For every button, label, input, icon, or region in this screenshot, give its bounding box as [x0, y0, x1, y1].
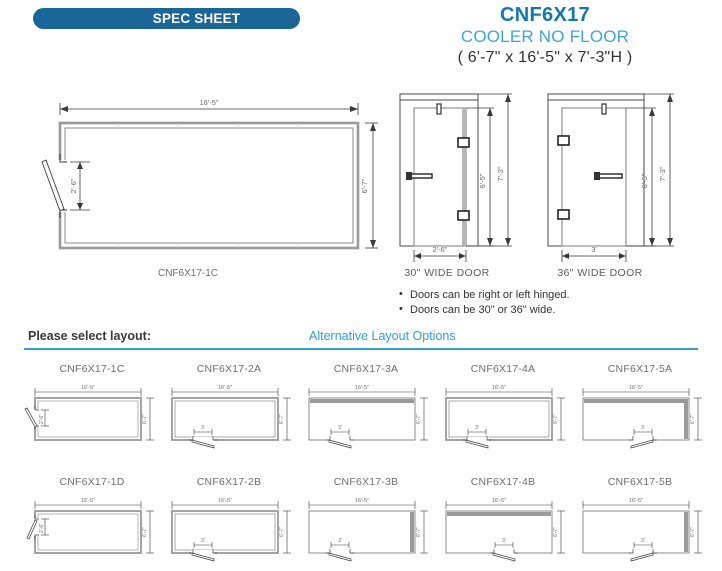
main-plan-caption: CNF6X17-1C	[157, 268, 219, 279]
layout-length-label: 16'-5"	[355, 385, 369, 391]
layout-door-label: 3'	[338, 425, 342, 431]
door30-overall-height-label: 7'-3"	[496, 166, 505, 181]
layout-length-label: 16'-5"	[492, 385, 506, 391]
layout-option-title: CNF6X17-5B	[607, 476, 673, 488]
layout-length-label: 16'-5"	[629, 498, 643, 504]
layout-option-5a[interactable]: CNF6X17-5A 16'-5" 3' 6'	[569, 363, 711, 451]
spec-sheet-banner: SPEC SHEET	[33, 8, 300, 29]
layout-length-label: 16'-5"	[81, 498, 95, 504]
layout-depth-label: 6'-7"	[553, 527, 559, 537]
layout-door-label: 3'	[641, 425, 645, 431]
layout-option-3a[interactable]: CNF6X17-3A 16'-5" 3' 6'-7"	[295, 363, 437, 451]
model-name: COOLER NO FLOOR	[460, 27, 630, 46]
layout-length-label: 16'-5"	[218, 498, 232, 504]
layout-options-row-b: CNF6X17-1D 16'-5" 2'-6" 6'-7"	[0, 476, 722, 571]
layout-option-1d[interactable]: CNF6X17-1D 16'-5" 2'-6" 6'-7"	[21, 476, 163, 564]
note-item: Doors can be right or left hinged.	[399, 287, 716, 303]
plan-door-label: 2'-6"	[69, 178, 78, 193]
main-floor-plan: 16'-5"	[18, 86, 378, 279]
door36-overall-height-label: 7'-3"	[658, 166, 667, 181]
door-elevation-30: 2'-6" 6'-5" 7'-3" 30" WIDE DOOR	[392, 86, 522, 279]
door-leaf	[41, 159, 65, 212]
layout-door-label: 2'-6"	[39, 523, 45, 533]
layout-door-label: 3'	[641, 538, 645, 544]
layout-option-title: CNF6X17-4A	[470, 363, 536, 375]
layout-door-label: 2'-6"	[39, 414, 45, 424]
layout-option-2b[interactable]: CNF6X17-2B 16'-5" 3' 6'-7"	[158, 476, 300, 564]
layout-length-label: 16'-5"	[218, 385, 232, 391]
door36-width-label: 3'	[591, 245, 597, 254]
note-item: Doors can be 30" or 36" wide.	[399, 302, 716, 318]
layout-length-label: 16'-5"	[81, 385, 95, 391]
door-elevation-30-caption: 30" WIDE DOOR	[404, 267, 490, 279]
model-dimensions: ( 6'-7" x 16'-5" x 7'-3"H )	[457, 49, 633, 66]
layout-door-label: 3'	[502, 538, 506, 544]
product-title-block: CNF6X17 COOLER NO FLOOR ( 6'-7" x 16'-5"…	[380, 4, 710, 68]
model-code: CNF6X17	[500, 4, 590, 26]
layout-option-3b[interactable]: CNF6X17-3B 16'-5" 3' 6'-7"	[295, 476, 437, 564]
layout-option-title: CNF6X17-4B	[470, 476, 536, 488]
door36-opening-height-label: 6'-5"	[640, 173, 649, 188]
select-layout-label: Please select layout:	[28, 329, 151, 343]
layout-option-title: CNF6X17-5A	[607, 363, 673, 375]
layout-length-label: 16'-5"	[355, 498, 369, 504]
layout-option-title: CNF6X17-3A	[333, 363, 399, 375]
layout-depth-label: 6'-7"	[279, 414, 285, 424]
layout-depth-label: 6'-7"	[142, 527, 148, 537]
layout-option-title: CNF6X17-3B	[333, 476, 399, 488]
spec-sheet-label: SPEC SHEET	[152, 11, 241, 26]
notes-list: Doors can be right or left hinged. Doors…	[396, 287, 716, 318]
layout-option-title: CNF6X17-2B	[196, 476, 262, 488]
layout-depth-label: 6'-7"	[142, 414, 148, 424]
plan-length-label: 16'-5"	[199, 98, 218, 107]
door-elevation-36: 3' 6'-5" 7'-3" 36" WIDE DOOR	[540, 86, 680, 279]
layout-door-label: 3'	[338, 538, 342, 544]
layout-door-label: 3'	[201, 538, 205, 544]
layout-option-4a[interactable]: CNF6X17-4A 16'-5" 3' 6'-7"	[432, 363, 574, 451]
layout-length-label: 16'-5"	[492, 498, 506, 504]
layout-door-label: 3'	[475, 425, 479, 431]
page-header: SPEC SHEET CNF6X17 COOLER NO FLOOR ( 6'-…	[0, 0, 722, 86]
plan-depth-label: 6'-7"	[360, 178, 369, 193]
layout-option-5b[interactable]: CNF6X17-5B 16'-5" 3' 6'-7"	[569, 476, 711, 564]
alternative-layout-label: Alternative Layout Options	[309, 329, 456, 343]
layout-depth-label: 6'-7"	[690, 414, 696, 424]
layout-option-1c[interactable]: CNF6X17-1C 16'-5" 2'-6" 6'-7"	[21, 363, 163, 451]
layout-option-2a[interactable]: CNF6X17-2A 16'-5" 3' 6'-7"	[158, 363, 300, 451]
layout-depth-label: 6'-7"	[553, 414, 559, 424]
door30-width-label: 2'-6"	[433, 245, 448, 254]
door-elevation-36-caption: 36" WIDE DOOR	[557, 267, 643, 279]
layout-option-4b[interactable]: CNF6X17-4B 16'-5" 3' 6'-7"	[432, 476, 574, 564]
main-drawings-area: 16'-5"	[0, 86, 722, 281]
layout-option-title: CNF6X17-1C	[59, 363, 125, 375]
select-layout-row: Please select layout: Alternative Layout…	[0, 329, 722, 351]
layout-options-row-a: CNF6X17-1C 16'-5" 2'-6" 6'-7"	[0, 363, 722, 473]
layout-depth-label: 6'-7"	[690, 527, 696, 537]
section-divider	[24, 348, 698, 350]
door30-opening-height-label: 6'-5"	[478, 173, 487, 188]
layout-depth-label: 6'-7"	[416, 414, 422, 424]
layout-depth-label: 6'-7"	[279, 527, 285, 537]
layout-option-title: CNF6X17-1D	[59, 476, 125, 488]
layout-depth-label: 6'-7"	[416, 527, 422, 537]
layout-door-label: 3'	[201, 425, 205, 431]
layout-length-label: 16'-5"	[629, 385, 643, 391]
layout-option-title: CNF6X17-2A	[196, 363, 262, 375]
